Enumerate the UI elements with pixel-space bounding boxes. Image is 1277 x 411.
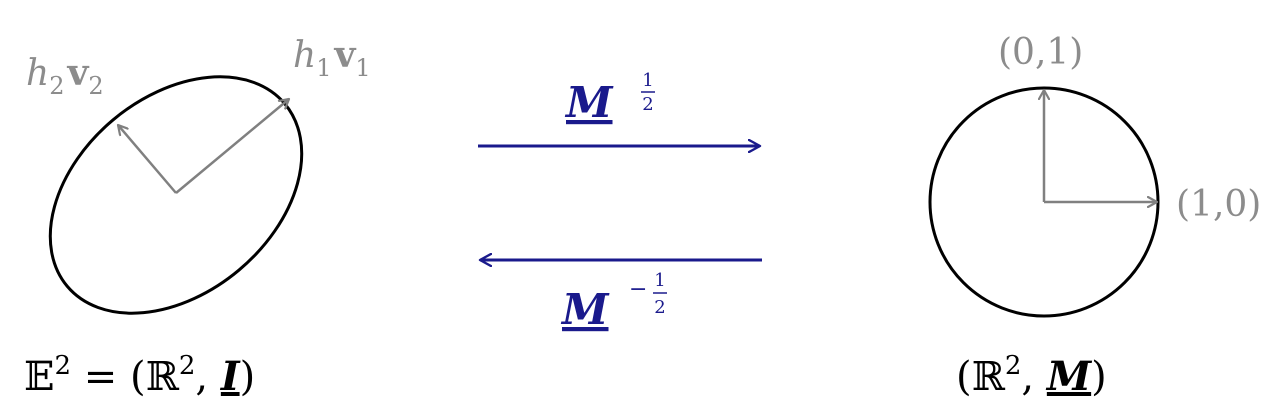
caption-E: 𝔼 (24, 354, 55, 400)
euclidean-space-group: h1v1 h2v2 𝔼2 = (ℝ2, I) (24, 34, 371, 400)
caption2-open: ( (956, 354, 972, 400)
vector-2-label: h2v2 (26, 52, 104, 100)
caption2-comma: , (1021, 354, 1046, 400)
inverse-transform-label: M (560, 285, 610, 334)
vector-2-coef: h (26, 53, 49, 94)
euclidean-space-caption: 𝔼2 = (ℝ2, I) (24, 351, 255, 400)
forward-exponent-den: 2 (642, 94, 653, 115)
vector-2-vec-sub: 2 (88, 72, 103, 100)
caption-close: ) (240, 354, 256, 400)
caption-identity-matrix: I (220, 353, 241, 400)
forward-matrix: M (564, 78, 614, 127)
caption2-R-sup: 2 (1005, 351, 1022, 381)
vector-1-label: h1v1 (293, 34, 371, 82)
metric-space-caption: (ℝ2, M) (956, 351, 1107, 400)
inverse-matrix: M (560, 285, 610, 334)
caption2-metric-matrix: M (1045, 353, 1093, 400)
forward-exponent-num: 1 (642, 70, 653, 91)
caption-E-sup: 2 (55, 351, 72, 381)
transform-arrows-group: M 1 2 M − 1 2 (478, 70, 762, 334)
vector-2-vec: v (66, 52, 89, 94)
vector-1-coef: h (293, 35, 316, 76)
caption-R-sup: 2 (179, 351, 196, 381)
inverse-exponent-den: 2 (654, 297, 665, 318)
forward-transform-label: M (564, 78, 614, 127)
principal-vector-1 (175, 99, 289, 194)
caption-R: ℝ (146, 354, 180, 400)
vector-1-vec-sub: 1 (355, 54, 370, 82)
caption2-close: ) (1091, 354, 1107, 400)
vector-1-coef-sub: 1 (316, 54, 331, 82)
metric-space-group: (1,0) (0,1) (ℝ2, M) (928, 32, 1261, 400)
caption-eq: = ( (71, 354, 146, 400)
inverse-exponent-sign: − (629, 277, 647, 302)
principal-vector-2 (118, 125, 177, 194)
basis-y-label: (0,1) (998, 32, 1083, 73)
caption2-R: ℝ (972, 354, 1006, 400)
vector-2-coef-sub: 2 (49, 72, 64, 100)
caption-comma: , (195, 354, 220, 400)
vector-1-vec: v (333, 34, 356, 76)
inverse-exponent-num: 1 (654, 270, 665, 291)
basis-x-label: (1,0) (1176, 184, 1261, 225)
